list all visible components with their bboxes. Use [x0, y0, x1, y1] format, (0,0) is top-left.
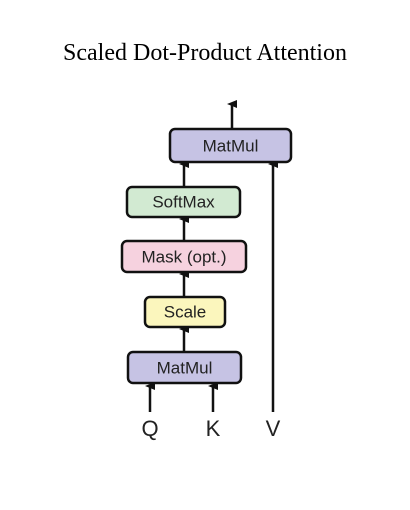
mask-box — [120, 239, 248, 274]
scale-label: Scale — [164, 303, 207, 322]
softmax-block: SoftMax — [125, 185, 242, 219]
mask-block: Mask (opt.) — [120, 239, 248, 274]
matmul-top-box — [168, 127, 293, 164]
matmul-bottom-box — [126, 350, 243, 385]
input-label-v: V — [266, 416, 281, 441]
scale-block: Scale — [143, 295, 227, 329]
softmax-box — [125, 185, 242, 219]
scale-box — [143, 295, 227, 329]
input-label-k: K — [206, 416, 221, 441]
mask-label: Mask (opt.) — [141, 248, 226, 267]
page-title: Scaled Dot-Product Attention — [63, 40, 347, 66]
input-label-q: Q — [141, 416, 158, 441]
matmul-bottom-label: MatMul — [157, 359, 213, 378]
softmax-label: SoftMax — [152, 193, 215, 212]
matmul-top-block: MatMul — [168, 127, 293, 164]
matmul-bottom-block: MatMul — [126, 350, 243, 385]
matmul-top-label: MatMul — [203, 137, 259, 156]
connectors — [145, 100, 278, 412]
